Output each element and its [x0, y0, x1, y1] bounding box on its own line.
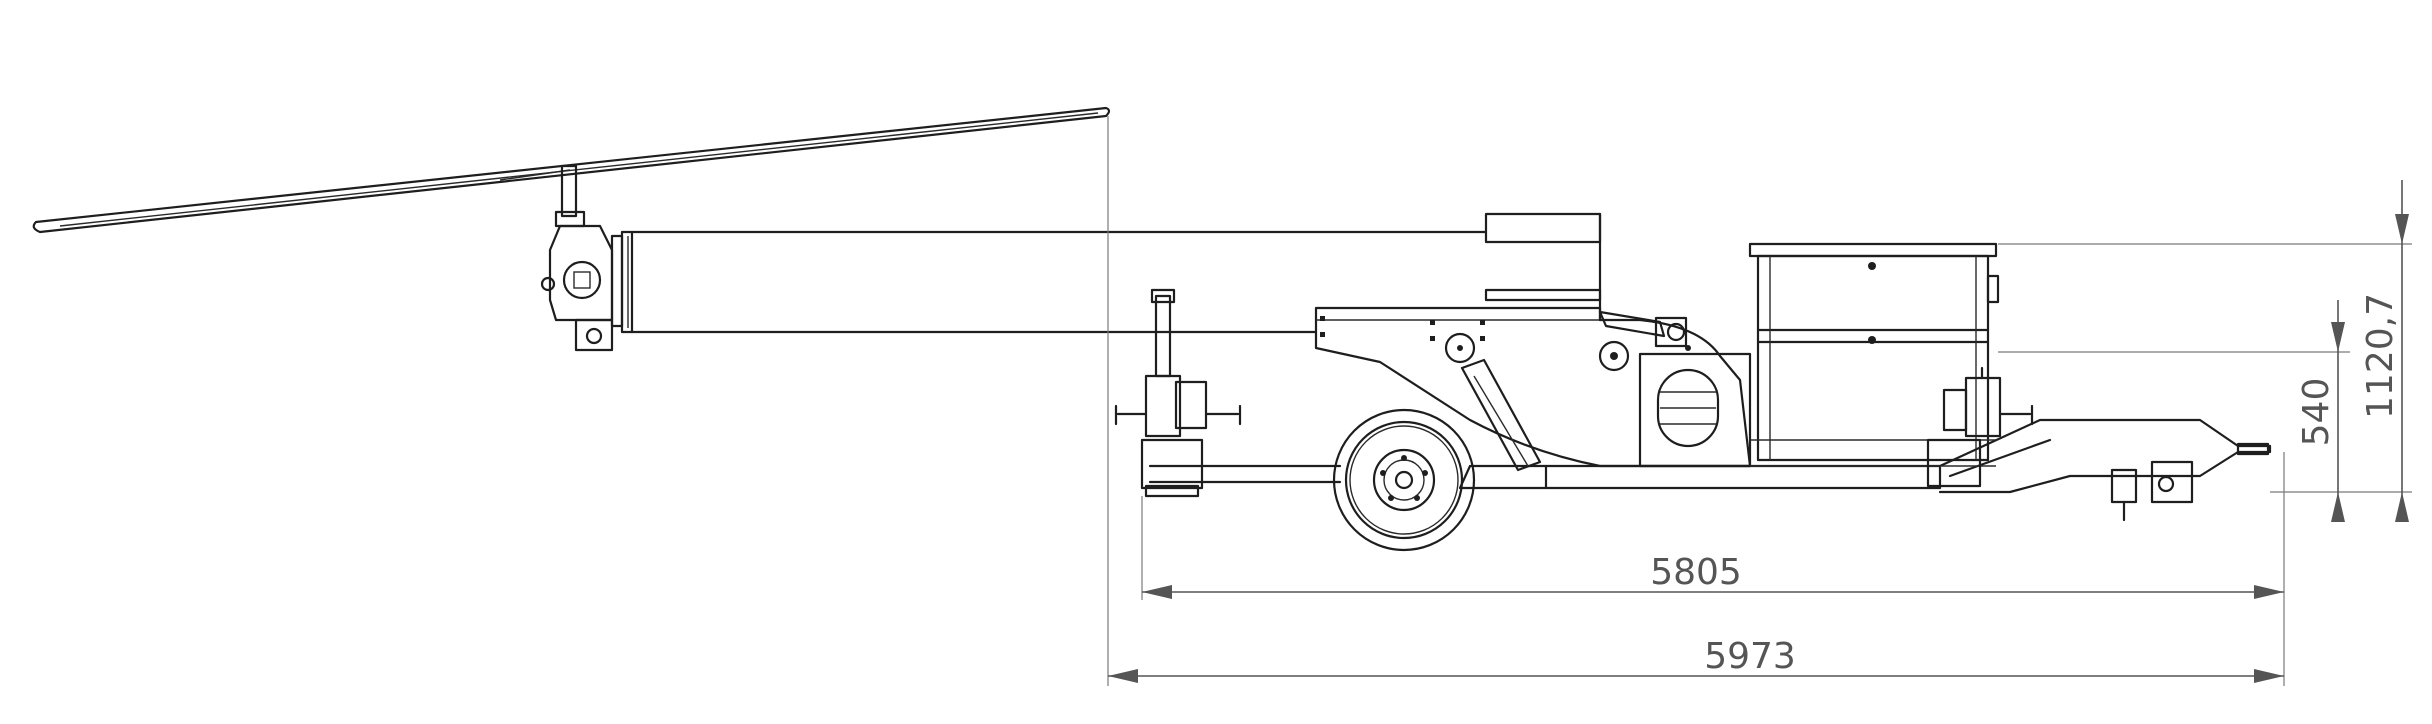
dimension-chassis-length: 5805 — [1141, 496, 2284, 600]
hydraulic-cylinder — [1460, 358, 1542, 472]
support-leg-front — [1926, 366, 2034, 488]
rotor-blade — [32, 106, 1111, 234]
dimension-height: 1120,7 — [1998, 180, 2412, 522]
rotor-gearbox — [540, 224, 624, 352]
dimension-hitch-height: 540 — [1998, 300, 2350, 522]
chassis-frame — [1148, 418, 2272, 494]
drive-shaft — [1598, 310, 1688, 372]
support-leg-rear — [1114, 288, 1242, 498]
wheel — [1332, 408, 1476, 552]
main-body-panel — [1314, 212, 1752, 468]
boom-tube — [620, 212, 1602, 334]
height-label: 1120,7 — [2360, 293, 2401, 419]
hitch-jack — [2110, 460, 2194, 522]
gearbox-housing — [1638, 345, 1752, 468]
hitch-height-label: 540 — [2296, 378, 2337, 447]
dimension-overall-length: 5973 — [1107, 116, 2285, 686]
overall-length-label: 5973 — [1704, 636, 1796, 677]
chassis-length-label: 5805 — [1650, 552, 1742, 593]
storage-box — [1748, 242, 2000, 467]
